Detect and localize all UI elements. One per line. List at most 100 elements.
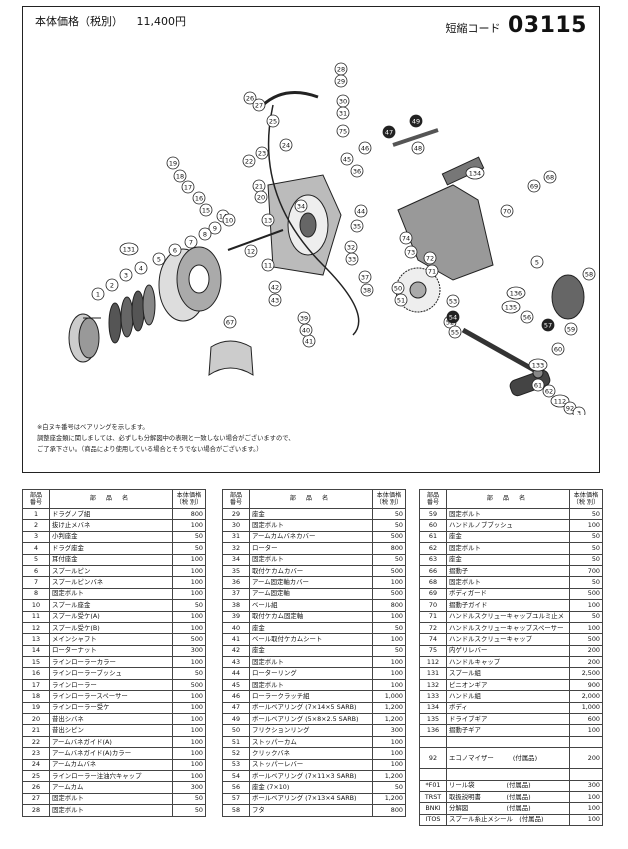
price-cell: 100 xyxy=(372,747,406,760)
price-cell: 900 xyxy=(569,678,603,692)
part-callout: 54 xyxy=(446,310,460,324)
drag-knob-part xyxy=(68,313,101,363)
header-part-name: 部 品 名 xyxy=(49,489,173,509)
part-number-cell: 25 xyxy=(22,769,50,783)
callout-label: 36 xyxy=(353,167,361,175)
part-name-cell: ラインローラー xyxy=(49,678,173,692)
part-number-cell: 20 xyxy=(22,713,50,726)
price-cell: 800 xyxy=(172,507,206,521)
part-number-cell: 42 xyxy=(222,644,250,658)
part-name-cell xyxy=(446,768,570,781)
part-callout: 1 xyxy=(91,287,105,301)
part-number-cell: 21 xyxy=(22,724,50,737)
part-number-cell: 32 xyxy=(222,542,250,555)
part-number-cell: 53 xyxy=(222,758,250,772)
price-cell: 500 xyxy=(372,564,406,578)
price-cell: 50 xyxy=(172,792,206,806)
part-name-cell: 座金 (7×10) xyxy=(249,781,373,794)
part-name-cell: 座金 xyxy=(249,621,373,635)
part-number-cell: *F01 xyxy=(419,779,447,793)
part-name-cell: ラインローラーカラー xyxy=(49,656,173,669)
part-callout: 71 xyxy=(425,264,439,278)
part-callout: 33 xyxy=(345,252,359,266)
part-name-cell: ハンドルノブブッシュ xyxy=(446,519,570,532)
callout-label: 44 xyxy=(357,207,365,215)
part-callout: 72 xyxy=(423,251,437,265)
price-cell: 100 xyxy=(372,576,406,589)
callout-label: 67 xyxy=(226,318,234,326)
price-cell: 100 xyxy=(172,621,206,635)
part-name-cell: ラインローラーブッシュ xyxy=(49,667,173,680)
part-name-cell: ラインローラー受ケ xyxy=(49,701,173,715)
part-name-cell: 昔出シピン xyxy=(49,724,173,737)
price-cell: 100 xyxy=(172,610,206,623)
part-number-cell: 54 xyxy=(222,769,250,783)
part-callout: 4 xyxy=(134,261,148,275)
price-cell: 50 xyxy=(372,553,406,566)
part-number-cell: 51 xyxy=(222,735,250,749)
part-number-cell: 72 xyxy=(419,621,447,635)
price-cell: 50 xyxy=(372,621,406,635)
part-number-cell: 62 xyxy=(419,542,447,555)
price-cell: 100 xyxy=(372,610,406,623)
part-name-cell: ドライブギア xyxy=(446,713,570,726)
part-callout: 53 xyxy=(446,294,460,308)
part-number-cell: 24 xyxy=(22,758,50,772)
callout-label: 1 xyxy=(96,290,100,298)
retail-price: 本体価格（税別） 11,400円 xyxy=(35,13,196,29)
price-cell: 500 xyxy=(372,530,406,544)
callout-label: 12 xyxy=(247,247,255,255)
callout-label: 38 xyxy=(363,286,371,294)
callout-label: 11 xyxy=(264,261,272,269)
part-callout: 7 xyxy=(184,235,198,249)
part-number-cell: 30 xyxy=(222,519,250,532)
callout-label: 62 xyxy=(545,387,553,395)
part-callout: 18 xyxy=(173,169,187,183)
part-name-cell: 耳付座金 xyxy=(49,553,173,566)
part-callout: 5 xyxy=(530,255,544,269)
part-number-cell: 50 xyxy=(222,724,250,737)
callout-label: 19 xyxy=(169,159,177,167)
part-name-cell: 抜け止メバネ xyxy=(49,519,173,532)
note-line: 調整座金類に関しましては、必ずしも分解図中の表現と一致しない場合がございますので… xyxy=(37,435,295,442)
price-cell: 100 xyxy=(569,790,603,804)
part-callout: 6 xyxy=(168,243,182,257)
part-callout: 13 xyxy=(261,213,275,227)
callout-label: 7 xyxy=(189,238,193,246)
price-cell: 500 xyxy=(569,587,603,601)
price-cell: 100 xyxy=(172,747,206,760)
part-name-cell: ボディ xyxy=(446,701,570,715)
price-cell: 100 xyxy=(569,519,603,532)
part-callout: 25 xyxy=(266,114,280,128)
part-callout: 44 xyxy=(354,204,368,218)
price-cell xyxy=(569,735,603,749)
part-name-cell: 座金 xyxy=(446,553,570,566)
part-number-cell: TRST xyxy=(419,790,447,804)
part-name-cell: ドラグノブ組 xyxy=(49,507,173,521)
price-cell: 100 xyxy=(372,667,406,680)
part-number-cell: 1 xyxy=(22,507,50,521)
part-name-cell: ベール取付ケカムシート xyxy=(249,633,373,646)
price-cell: 500 xyxy=(172,678,206,692)
part-number-cell xyxy=(419,735,447,749)
part-callout: 30 xyxy=(336,94,350,108)
part-name-cell: エコノマイザー (付属品) xyxy=(446,747,570,770)
part-callout: 2 xyxy=(105,278,119,292)
